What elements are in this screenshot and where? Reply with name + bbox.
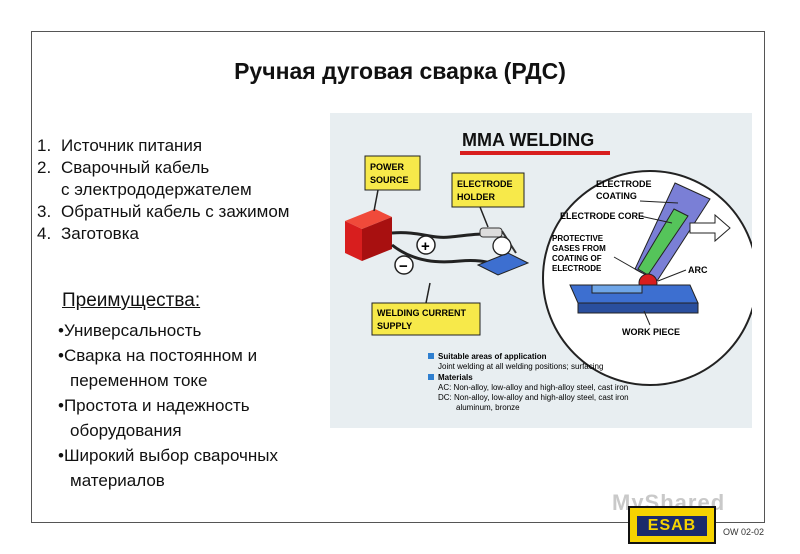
power-source-front xyxy=(345,221,362,261)
svg-text:SUPPLY: SUPPLY xyxy=(377,321,412,331)
workpiece-small xyxy=(476,252,530,276)
label-arc: ARC xyxy=(688,265,708,275)
heading-underline xyxy=(460,151,610,155)
svg-text:COATING OF: COATING OF xyxy=(552,254,602,263)
callout-power-source xyxy=(364,155,421,191)
weld-bead xyxy=(591,284,643,294)
legend-ac-text: AC: Non-alloy, low-alloy and high-alloy … xyxy=(438,383,628,392)
svg-text:SOURCE: SOURCE xyxy=(370,175,409,185)
power-source-top xyxy=(345,209,392,229)
list-item-continuation: переменном токе xyxy=(70,371,208,390)
svg-text:WELDING CURRENT: WELDING CURRENT xyxy=(377,308,466,318)
legend-marker xyxy=(428,353,434,359)
esab-logo: ESAB xyxy=(628,506,716,544)
welding-cable xyxy=(391,231,491,239)
list-item-continuation: материалов xyxy=(70,471,165,490)
electrode-holder xyxy=(479,227,503,238)
svg-text:POWER: POWER xyxy=(370,162,405,172)
slide-code: OW 02-02 xyxy=(723,527,765,537)
callout-electrode-holder xyxy=(451,172,525,208)
list-item: 4.Заготовка xyxy=(37,224,139,243)
legend-dc-text2: aluminum, bronze xyxy=(456,403,520,412)
minus-terminal xyxy=(394,255,414,275)
illustration-heading: MMA WELDING xyxy=(462,130,594,150)
legend-suitable-text: Joint welding at all welding positions; … xyxy=(438,362,603,371)
list-item-continuation: оборудования xyxy=(70,421,182,440)
clamp-symbol xyxy=(492,236,512,256)
list-item: 2.Сварочный кабель xyxy=(37,158,210,177)
list-item: 3.Обратный кабель с зажимом xyxy=(37,202,290,221)
legend-materials-title: Materials xyxy=(438,373,473,382)
svg-text:COATING: COATING xyxy=(596,191,637,201)
label-work-piece: WORK PIECE xyxy=(622,327,680,337)
plus-sign: + xyxy=(421,238,430,255)
legend-dc-text: DC: Non-alloy, low-alloy and high-alloy … xyxy=(438,393,629,402)
slide-frame xyxy=(31,31,765,523)
components-list: 1.Источник питания 2.Сварочный кабель с … xyxy=(37,135,289,245)
advantages-list: •Универсальность •Сварка на постоянном и… xyxy=(58,318,278,493)
svg-text:ELECTRODE: ELECTRODE xyxy=(457,179,513,189)
label-protective-gases: PROTECTIVE xyxy=(552,234,604,243)
svg-text:GASES FROM: GASES FROM xyxy=(552,244,606,253)
svg-text:HOLDER: HOLDER xyxy=(457,192,496,202)
list-item: •Сварка на постоянном и xyxy=(58,346,258,365)
esab-logo-text: ESAB xyxy=(637,516,707,536)
plus-terminal xyxy=(416,235,436,255)
svg-text:ELECTRODE: ELECTRODE xyxy=(552,264,602,273)
mma-welding-illustration: MMA WELDING + − POWER SOURCE ELECTRODE H… xyxy=(330,113,752,428)
label-electrode-core: ELECTRODE CORE xyxy=(560,211,644,221)
direction-arrow xyxy=(689,213,731,243)
power-source-side xyxy=(362,217,392,261)
legend-marker xyxy=(428,374,434,380)
list-item: •Универсальность xyxy=(58,321,202,340)
label-electrode-coating: ELECTRODE xyxy=(596,179,652,189)
slide-title: Ручная дуговая сварка (РДС) xyxy=(234,58,566,84)
minus-sign: − xyxy=(399,258,408,275)
list-item-continuation: с электрододержателем xyxy=(61,180,252,199)
list-item: •Широкий выбор сварочных xyxy=(58,446,279,465)
list-item: 1.Источник питания xyxy=(37,136,203,155)
legend-suitable-title: Suitable areas of application xyxy=(438,352,547,361)
list-item: •Простота и надежность xyxy=(58,396,250,415)
advantages-title: Преимущества: xyxy=(62,290,201,311)
